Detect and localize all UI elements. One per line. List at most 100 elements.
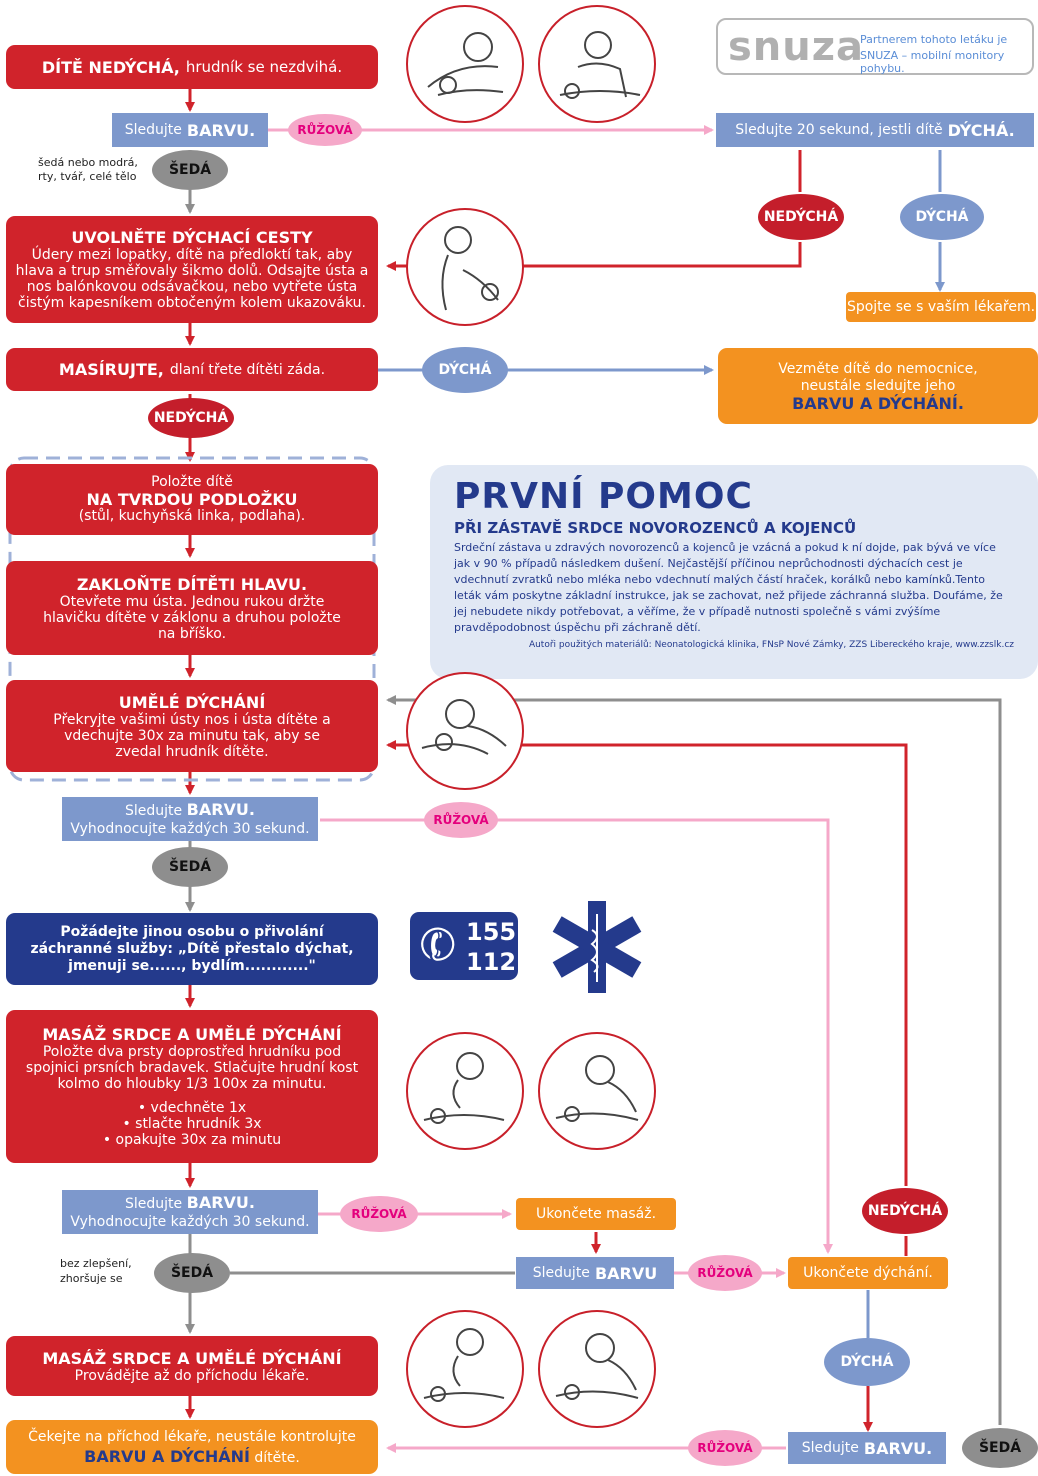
- gray-label-4: ŠEDÁ: [962, 1428, 1038, 1468]
- phone-number-1: 155: [466, 918, 517, 946]
- brand-badge: snuza Partnerem tohoto letáku je SNUZA –…: [716, 18, 1034, 75]
- illustration-cpr-3: [406, 1310, 524, 1428]
- gray-note-1: šedá nebo modrá,: [38, 156, 138, 169]
- evaluate-box-2: Sledujte BARVU. Vyhodnocujte každých 30 …: [62, 1190, 318, 1234]
- pink-label-1: RŮŽOVÁ: [288, 114, 362, 146]
- call-rescue-text: Požádejte jinou osobu o přivolání záchra…: [30, 923, 354, 974]
- watch-color-box-1: Sledujte BARVU.: [112, 113, 268, 147]
- info-subtitle: PŘI ZÁSTAVĚ SRDCE NOVOROZENCŮ A KOJENCŮ: [454, 519, 857, 537]
- stop-massage-text: Ukončete masáž.: [535, 1206, 657, 1222]
- watch-color-3: BARVU.: [863, 1438, 933, 1458]
- airway-title: UVOLNĚTE DÝCHACÍ CESTY: [71, 228, 313, 247]
- watch-20-box: Sledujte 20 sekund, jestli dítě DÝCHÁ.: [716, 113, 1034, 147]
- watch-prefix-3: Sledujte: [801, 1440, 859, 1456]
- illustration-cpr-4: [538, 1310, 656, 1428]
- hard-surface-box: Položte dítě NA TVRDOU PODLOŽKU (stůl, k…: [6, 464, 378, 535]
- stop-massage-box: Ukončete masáž.: [516, 1198, 676, 1230]
- cpr-bullet-1: • vdechněte 1x: [137, 1100, 247, 1116]
- final-text-1: Čekejte na příchod lékaře, neustále kont…: [28, 1428, 356, 1445]
- brand-tagline-1: Partnerem tohoto letáku je: [860, 33, 1008, 46]
- gray-label-3: ŠEDÁ: [154, 1253, 230, 1293]
- pink-label-2: RŮŽOVÁ: [424, 802, 498, 838]
- call-rescue-box: Požádejte jinou osobu o přivolání záchra…: [6, 913, 378, 985]
- hospital-box: Vezměte dítě do nemocnice, neustále sled…: [718, 348, 1038, 424]
- no-breathing-text: hrudník se nezdvihá.: [185, 58, 343, 76]
- watch-20-text: Sledujte 20 sekund, jestli dítě: [735, 122, 943, 138]
- info-body: Srdeční zástava u zdravých novorozenců a…: [454, 541, 1003, 634]
- illustration-check-breathing-2: [538, 5, 656, 123]
- brand-tagline-2: SNUZA – mobilní monitory pohybu.: [860, 49, 1005, 75]
- watch-color: BARVU.: [186, 120, 256, 140]
- rescue-breath-title: UMĚLÉ DÝCHÁNÍ: [118, 692, 266, 712]
- not-breathing-label-2: NEDÝCHÁ: [148, 398, 234, 438]
- gray-note-2: rty, tvář, celé tělo: [38, 170, 137, 183]
- pink-label-4: RŮŽOVÁ: [688, 1255, 762, 1291]
- illustration-cpr-1: [406, 1032, 524, 1150]
- illustration-back-blows: [406, 208, 524, 326]
- illustration-check-breathing-1: [406, 5, 524, 123]
- illustration-cpr-2: [538, 1032, 656, 1150]
- stop-breathing-box: Ukončete dýchání.: [788, 1257, 948, 1289]
- call-doctor-text: Spojte se s vaším lékařem.: [846, 299, 1036, 315]
- hospital-text-1: Vezměte dítě do nemocnice,: [778, 360, 978, 377]
- surface-text-1: Položte dítě: [151, 474, 233, 490]
- info-credits: Autoři použitých materiálů: Neonatologic…: [528, 640, 1014, 650]
- tilt-head-text: Otevřete mu ústa. Jednou rukou držte hla…: [43, 593, 341, 642]
- breathing-label-1: DÝCHÁ: [900, 194, 984, 240]
- pink-label-3: RŮŽOVÁ: [340, 1196, 418, 1232]
- tilt-head-title: ZAKLOŇTE DÍTĚTI HLAVU.: [76, 574, 308, 594]
- no-breathing-box: DÍTĚ NEDÝCHÁ, hrudník se nezdvihá.: [6, 45, 378, 89]
- not-breathing-label-1: NEDÝCHÁ: [758, 194, 844, 240]
- no-improve-1: bez zlepšení,: [60, 1257, 132, 1270]
- no-breathing-title: DÍTĚ NEDÝCHÁ,: [41, 57, 180, 77]
- not-breathing-label-3: NEDÝCHÁ: [862, 1188, 948, 1234]
- phone-number-2: 112: [466, 948, 517, 976]
- watch-color-2: BARVU: [594, 1263, 658, 1283]
- cpr2-box: MASÁŽ SRDCE A UMĚLÉ DÝCHÁNÍ Provádějte a…: [6, 1336, 378, 1396]
- surface-text-3: (stůl, kuchyňská linka, podlaha).: [78, 508, 306, 524]
- stop-breathing-text: Ukončete dýchání.: [803, 1265, 933, 1281]
- breathing-label-2: DÝCHÁ: [422, 347, 508, 393]
- final-line-2: BARVU A DÝCHÁNÍ dítěte.: [84, 1446, 300, 1466]
- watch-color-box-3: Sledujte BARVU.: [788, 1432, 946, 1464]
- call-doctor-box: Spojte se s vaším lékařem.: [846, 292, 1036, 322]
- cpr-box: MASÁŽ SRDCE A UMĚLÉ DÝCHÁNÍ Položte dva …: [6, 1010, 378, 1163]
- hospital-text-2: neustále sledujte jeho: [800, 377, 956, 394]
- rescue-breath-text: Překryjte vašimi ústy nos i ústa dítěte …: [53, 711, 331, 760]
- massage-title: MASÍRUJTE,: [58, 360, 164, 379]
- massage-box: MASÍRUJTE, dlaní třete dítěti záda.: [6, 348, 378, 391]
- cpr-bullet-2: • stlačte hrudník 3x: [122, 1116, 262, 1132]
- airway-text: Údery mezi lopatky, dítě na předloktí ta…: [15, 247, 369, 311]
- illustration-rescue-breath: [406, 672, 524, 790]
- evaluate-box-1: Sledujte BARVU. Vyhodnocujte každých 30 …: [62, 797, 318, 841]
- phone-badge: ✆ 155 112: [410, 912, 518, 980]
- evaluate-text-2: Vyhodnocujte každých 30 sekund.: [70, 1213, 310, 1230]
- watch-prefix-2: Sledujte: [532, 1265, 590, 1281]
- evaluate-line-2: Sledujte BARVU.: [125, 1192, 255, 1212]
- snuza-logo: snuza: [728, 24, 865, 70]
- airway-box: UVOLNĚTE DÝCHACÍ CESTY Údery mezi lopatk…: [6, 216, 378, 323]
- info-title: PRVNÍ POMOC: [454, 476, 753, 517]
- star-of-life-icon: [552, 901, 642, 993]
- rescue-breath-box: UMĚLÉ DÝCHÁNÍ Překryjte vašimi ústy nos …: [6, 680, 378, 772]
- gray-label-1: ŠEDÁ: [152, 150, 228, 190]
- final-box: Čekejte na příchod lékaře, neustále kont…: [6, 1420, 378, 1474]
- watch-color-box-2: Sledujte BARVU: [516, 1257, 674, 1289]
- breathing-label-3: DÝCHÁ: [824, 1338, 910, 1386]
- massage-text: dlaní třete dítěti záda.: [169, 361, 326, 378]
- surface-bold: NA TVRDOU PODLOŽKU: [86, 490, 298, 509]
- hospital-bold: BARVU A DÝCHÁNÍ.: [792, 393, 964, 413]
- watch-prefix: Sledujte: [124, 122, 182, 138]
- pink-label-5: RŮŽOVÁ: [688, 1430, 762, 1466]
- cpr-text: Položte dva prsty doprostřed hrudníku po…: [25, 1044, 359, 1092]
- evaluate-line-1: Sledujte BARVU.: [125, 799, 255, 819]
- cpr-title: MASÁŽ SRDCE A UMĚLÉ DÝCHÁNÍ: [42, 1025, 342, 1044]
- cpr2-title: MASÁŽ SRDCE A UMĚLÉ DÝCHÁNÍ: [42, 1348, 342, 1368]
- gray-label-2: ŠEDÁ: [152, 847, 228, 887]
- evaluate-text-1: Vyhodnocujte každých 30 sekund.: [70, 820, 310, 837]
- watch-20-bold: DÝCHÁ.: [947, 120, 1015, 140]
- info-panel: PRVNÍ POMOC PŘI ZÁSTAVĚ SRDCE NOVOROZENC…: [430, 465, 1038, 679]
- cpr-bullet-3: • opakujte 30x za minutu: [102, 1132, 282, 1148]
- tilt-head-box: ZAKLOŇTE DÍTĚTI HLAVU. Otevřete mu ústa.…: [6, 561, 378, 655]
- cpr2-text: Provádějte až do příchodu lékaře.: [74, 1367, 310, 1384]
